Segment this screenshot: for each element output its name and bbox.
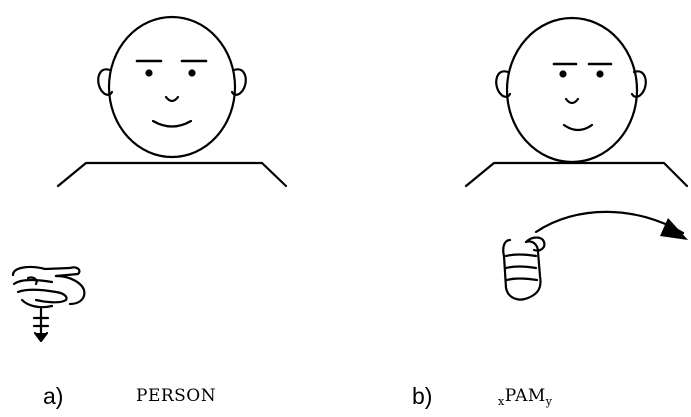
panel-person: a) PERSON bbox=[0, 0, 345, 417]
right-eye bbox=[596, 70, 603, 77]
caption-gloss-pam: xPAMy bbox=[498, 380, 553, 414]
down-arrow-icon bbox=[34, 309, 48, 341]
head-outline bbox=[507, 18, 637, 162]
pointing-hand-icon bbox=[13, 267, 84, 307]
caption-label-a: a) bbox=[43, 380, 63, 412]
mouth bbox=[153, 121, 191, 127]
motion-arc bbox=[536, 212, 683, 233]
shoulders bbox=[466, 163, 687, 186]
right-ear bbox=[632, 71, 646, 96]
gloss-suffix-subscript: y bbox=[546, 395, 553, 408]
shoulders bbox=[58, 163, 286, 186]
right-eye bbox=[188, 69, 195, 76]
gloss-prefix-subscript: x bbox=[498, 395, 505, 408]
signer-figure-pam bbox=[346, 0, 691, 380]
gloss-main: PAM bbox=[505, 386, 546, 406]
nose bbox=[566, 99, 578, 103]
head-outline bbox=[109, 17, 235, 157]
panel-pam: b) xPAMy bbox=[346, 0, 691, 417]
curved-arrow-icon bbox=[660, 218, 688, 240]
left-eye bbox=[559, 70, 566, 77]
caption-gloss-person: PERSON bbox=[136, 380, 216, 412]
nose bbox=[166, 97, 178, 101]
fist-icon bbox=[503, 238, 544, 300]
signer-figure-person bbox=[0, 0, 345, 380]
left-eye bbox=[145, 69, 152, 76]
mouth bbox=[564, 125, 592, 130]
caption-label-b: b) bbox=[412, 380, 432, 412]
